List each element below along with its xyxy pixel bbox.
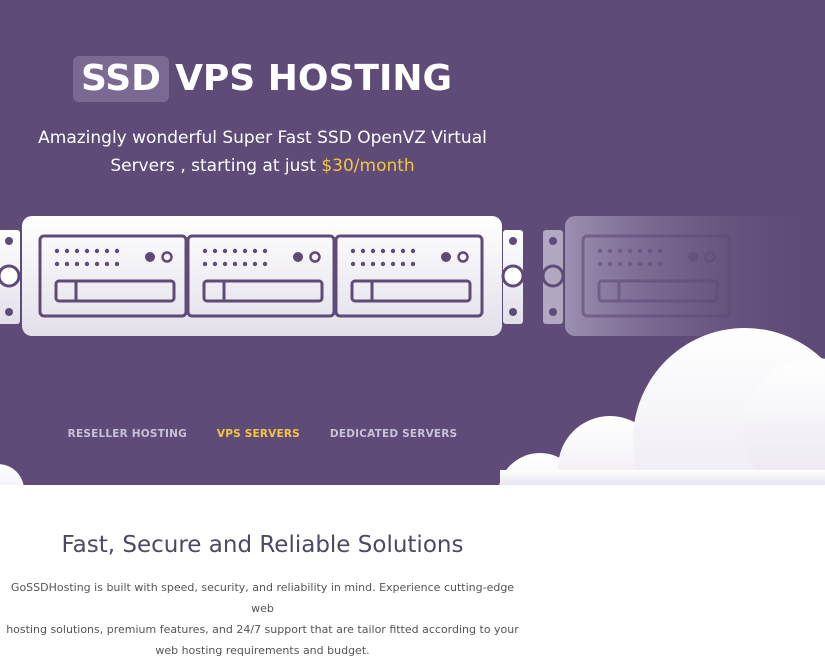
ssd-badge: SSD [72,56,170,102]
rack-ear-faded [541,230,565,324]
section-line1: GoSSDHosting is built with speed, securi… [10,581,515,615]
server-rack-illustration [0,216,825,336]
hero-subtitle-line2: Servers , starting at just [110,156,322,176]
menu-reseller-hosting[interactable]: RESELLER HOSTING [67,428,187,440]
section-description: GoSSDHosting is built with speed, securi… [0,577,525,661]
server-unit [38,234,188,318]
server-unit [334,234,484,318]
server-rack-main [22,216,502,336]
section-line3: web hosting requirements and budget. [155,644,370,657]
price-highlight: $30/month [321,156,415,176]
server-unit [186,234,336,318]
menu-vps-servers[interactable]: VPS SERVERS [216,428,300,440]
hero-title-text: VPS HOSTING [175,58,453,99]
section-line2: hosting solutions, premium features, and… [6,623,519,636]
rack-ear-left [0,230,21,324]
cloud-decoration [0,328,825,485]
hosting-menu: RESELLER HOSTING VPS SERVERS DEDICATED S… [0,428,525,440]
hero-subtitle: Amazingly wonderful Super Fast SSD OpenV… [0,124,525,180]
section-title: Fast, Secure and Reliable Solutions [61,532,464,558]
hero-subtitle-line1: Amazingly wonderful Super Fast SSD OpenV… [38,128,487,148]
rack-ear-right [501,230,525,324]
server-rack-faded [565,216,825,336]
menu-dedicated-servers[interactable]: DEDICATED SERVERS [329,428,458,440]
